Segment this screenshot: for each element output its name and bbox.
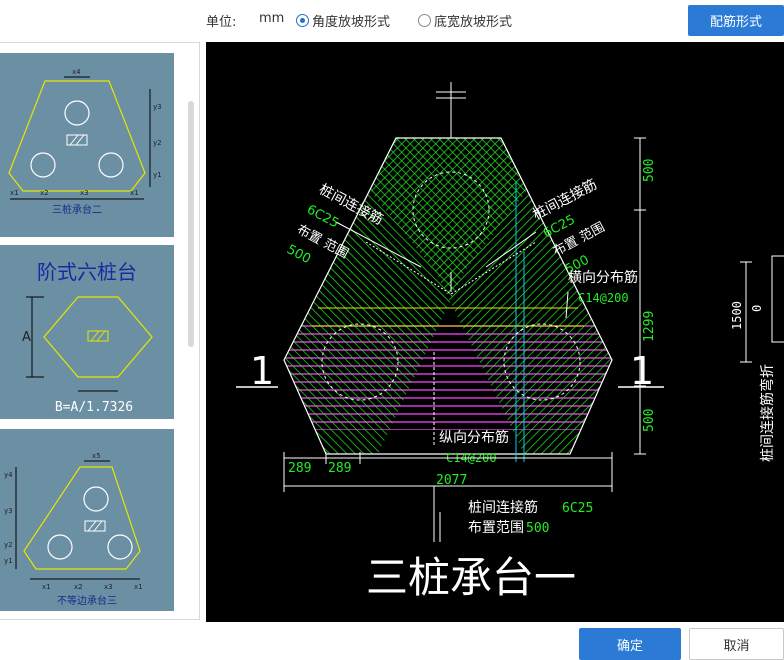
thumb3-dim-y1: y1 [4, 557, 12, 565]
radio-angle-label: 角度放坡形式 [312, 15, 391, 30]
left-anno-range: 500 [284, 242, 313, 267]
dim-bottom-289b: 289 [328, 461, 351, 476]
dim-right-500b: 500 [642, 409, 657, 432]
thumb3-dim-y4: y4 [4, 471, 12, 479]
ok-button[interactable]: 确定 [579, 628, 681, 660]
thumb-unequal-cap-3[interactable]: x5 y4 y3 y2 y1 x1 x2 x3 x1 不等边承台三 [0, 429, 174, 611]
radio-unchecked-icon [418, 14, 431, 27]
thumb3-dim-y3: y3 [4, 507, 12, 515]
dim-right-1299: 1299 [642, 311, 657, 342]
bottom-anno-range-label: 布置范围 [468, 519, 524, 536]
rebar-form-button[interactable]: 配筋形式 [688, 5, 784, 36]
top-toolbar: 单位: mm 角度放坡形式 底宽放坡形式 配筋形式 [0, 0, 784, 42]
dim-bottom-2077: 2077 [436, 473, 467, 488]
thumb-three-pile-cap-2[interactable]: x4 y3 y2 y1 x1 x2 x3 x1 三桩承台二 [0, 53, 174, 237]
thumb2-dim-a: A [22, 330, 31, 345]
section-left-label: 1 [250, 349, 274, 393]
thumb3-caption: 不等边承台三 [57, 594, 117, 607]
thumb3-dim-x1a: x1 [42, 583, 50, 591]
bottom-anno-rebar: 6C25 [562, 501, 593, 516]
thumb1-dim-x1a: x1 [10, 189, 18, 197]
unit-label: 单位: [206, 15, 237, 30]
radio-angle-slope[interactable]: 角度放坡形式 [296, 11, 390, 30]
thumb-stepped-six-pile-cap[interactable]: 阶式六桩台 A B=A/1.7326 [0, 245, 174, 419]
thumb3-dim-y2: y2 [4, 541, 12, 549]
thumb3-dim-x2: x2 [74, 583, 82, 591]
template-sidebar[interactable]: x4 y3 y2 y1 x1 x2 x3 x1 三桩承台二 阶式六桩台 A B=… [0, 42, 200, 620]
side-dim-0: 0 [750, 305, 764, 312]
thumb3-dim-x5: x5 [92, 452, 100, 460]
dim-right-500a: 500 [642, 159, 657, 182]
v-anno-name: 纵向分布筋 [439, 429, 509, 446]
dim-bottom-289a: 289 [288, 461, 311, 476]
thumb2-title: 阶式六桩台 [37, 260, 137, 284]
thumb1-caption: 三桩承台二 [52, 203, 102, 216]
side-label: 桩间连接筋弯折 [759, 364, 776, 462]
cancel-button[interactable]: 取消 [689, 628, 784, 660]
sidebar-scrollbar[interactable] [188, 101, 194, 347]
thumb1-dim-y1: y1 [153, 171, 161, 179]
unit-value: mm [259, 11, 285, 26]
h-anno-rebar: C14@200 [578, 291, 629, 305]
drawing-title: 三桩承台一 [366, 553, 576, 602]
bottom-anno-range: 500 [526, 521, 549, 536]
radio-width-label: 底宽放坡形式 [434, 15, 513, 30]
side-dim-1500: 1500 [730, 301, 744, 330]
radio-width-slope[interactable]: 底宽放坡形式 [418, 11, 512, 30]
thumb1-dim-x1b: x1 [130, 189, 138, 197]
thumb1-dim-y3: y3 [153, 103, 161, 111]
h-anno-name: 横向分布筋 [568, 269, 638, 286]
cad-preview-canvas[interactable]: 1 1 桩间连接筋 6C25 布置 范围 500 桩间连接筋 6C25 布置 范… [206, 42, 784, 622]
thumb1-dim-y2: y2 [153, 139, 161, 147]
thumb3-dim-x3: x3 [104, 583, 112, 591]
thumb1-dim-x2: x2 [40, 189, 48, 197]
bottom-anno-name: 桩间连接筋 [468, 499, 538, 516]
radio-checked-icon [296, 14, 309, 27]
thumb1-dim-x4: x4 [72, 68, 80, 76]
thumb3-dim-x1b: x1 [134, 583, 142, 591]
thumb1-dim-x3: x3 [80, 189, 88, 197]
thumb2-dim-b: B=A/1.7326 [55, 400, 133, 415]
